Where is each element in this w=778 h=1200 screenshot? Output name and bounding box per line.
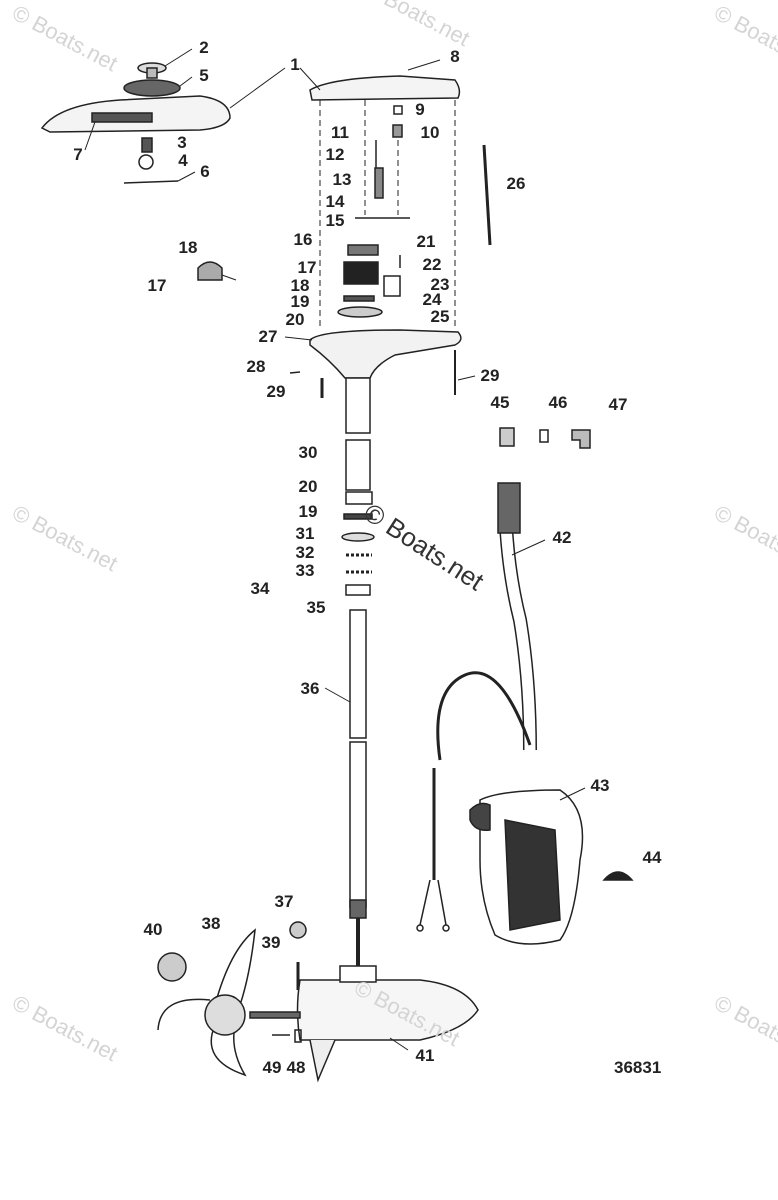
part-label: 20 xyxy=(298,477,318,496)
part-label: 26 xyxy=(506,174,526,193)
part-label: 9 xyxy=(415,100,425,119)
part-label: 15 xyxy=(325,211,345,230)
part-label: 46 xyxy=(548,393,568,412)
part-label: 2 xyxy=(199,38,209,57)
part-label: 10 xyxy=(420,123,440,142)
part-label: 41 xyxy=(415,1046,435,1065)
part-label: 37 xyxy=(274,892,294,911)
part-label: 24 xyxy=(422,290,442,309)
part-label: 28 xyxy=(246,357,266,376)
part-label: 16 xyxy=(293,230,313,249)
part-label: 32 xyxy=(295,543,315,562)
part-label: 33 xyxy=(295,561,315,580)
part-label: 35 xyxy=(306,598,326,617)
part-label: 23 xyxy=(430,275,450,294)
part-label: 25 xyxy=(430,307,450,326)
part-label: 34 xyxy=(250,579,270,598)
part-label: 3 xyxy=(177,133,187,152)
part-label: 1 xyxy=(290,55,300,74)
part-label: 39 xyxy=(261,933,281,952)
part-label: 48 xyxy=(286,1058,306,1077)
part-label: 49 xyxy=(262,1058,282,1077)
propeller xyxy=(157,928,256,1077)
part-label: 19 xyxy=(298,502,318,521)
figure-number: 36831 xyxy=(614,1058,662,1077)
part-label: 17 xyxy=(147,276,167,295)
top-cover xyxy=(309,75,461,101)
part-label: 43 xyxy=(590,776,610,795)
part-label: 31 xyxy=(295,524,315,543)
part-label: 45 xyxy=(490,393,510,412)
part-label: 20 xyxy=(285,310,305,329)
part-label: 27 xyxy=(258,327,278,346)
part-label: 42 xyxy=(552,528,572,547)
part-label: 13 xyxy=(332,170,352,189)
part-label: 14 xyxy=(325,192,345,211)
part-label: 4 xyxy=(178,151,188,170)
part-label: 8 xyxy=(450,47,460,66)
part-label: 21 xyxy=(416,232,436,251)
part-label: 36 xyxy=(300,679,320,698)
part-label: 7 xyxy=(73,145,83,164)
part-label: 6 xyxy=(200,162,210,181)
part-label: 29 xyxy=(480,366,500,385)
part-label: 29 xyxy=(266,382,286,401)
base-housing xyxy=(309,329,462,379)
part-label: 5 xyxy=(199,66,209,85)
part-label: 38 xyxy=(201,914,221,933)
part-label: 17 xyxy=(297,258,317,277)
part-label: 30 xyxy=(298,443,318,462)
part-label: 19 xyxy=(290,292,310,311)
knob-part-5 xyxy=(123,79,181,97)
part-label: 12 xyxy=(325,145,345,164)
part-label: 18 xyxy=(290,276,310,295)
part-label: 18 xyxy=(178,238,198,257)
part-label: 47 xyxy=(608,395,628,414)
part-label: 22 xyxy=(422,255,442,274)
part-label: 44 xyxy=(642,848,662,867)
part-label: 40 xyxy=(143,920,163,939)
part-label: 11 xyxy=(331,123,349,142)
